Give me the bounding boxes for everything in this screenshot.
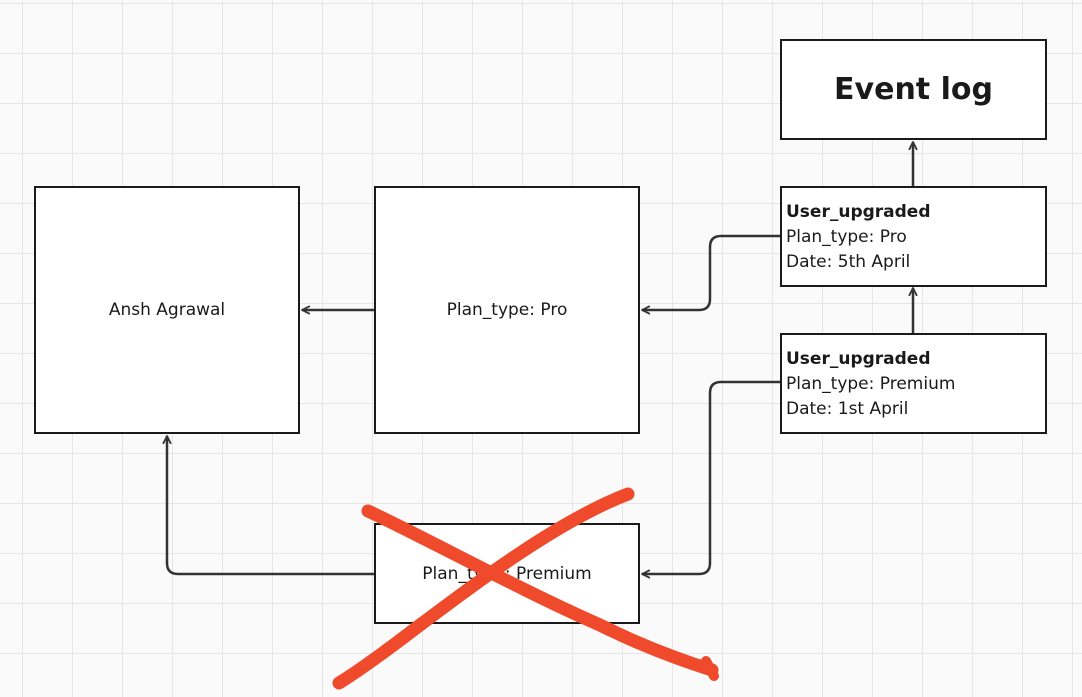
event-node-premium-upgrade[interactable]: User_upgraded Plan_type: Premium Date: 1… — [780, 333, 1047, 434]
arrow-event-premium-to-plan-premium[interactable] — [641, 380, 780, 579]
event-plan-line: Plan_type: Pro — [786, 227, 907, 247]
user-node[interactable]: Ansh Agrawal — [34, 186, 300, 434]
event-date-line: Date: 5th April — [786, 252, 911, 272]
event-log-title: Event log — [834, 72, 993, 107]
event-log-node[interactable]: Event log — [780, 39, 1047, 140]
event-title: User_upgraded — [786, 349, 931, 369]
event-node-pro-upgrade[interactable]: User_upgraded Plan_type: Pro Date: 5th A… — [780, 186, 1047, 287]
stale-plan-node-label: Plan_type: Premium — [422, 563, 592, 584]
event-date-line: Date: 1st April — [786, 399, 909, 419]
current-plan-node[interactable]: Plan_type: Pro — [374, 186, 640, 434]
event-title: User_upgraded — [786, 202, 931, 222]
event-plan-line: Plan_type: Premium — [786, 374, 956, 394]
user-node-label: Ansh Agrawal — [108, 300, 226, 320]
current-plan-node-label: Plan_type: Pro — [446, 300, 568, 320]
arrow-plan-premium-to-user[interactable] — [162, 435, 374, 576]
arrow-event-pro-to-plan-pro[interactable] — [641, 234, 780, 315]
stale-plan-node[interactable]: Plan_type: Premium — [374, 523, 640, 624]
